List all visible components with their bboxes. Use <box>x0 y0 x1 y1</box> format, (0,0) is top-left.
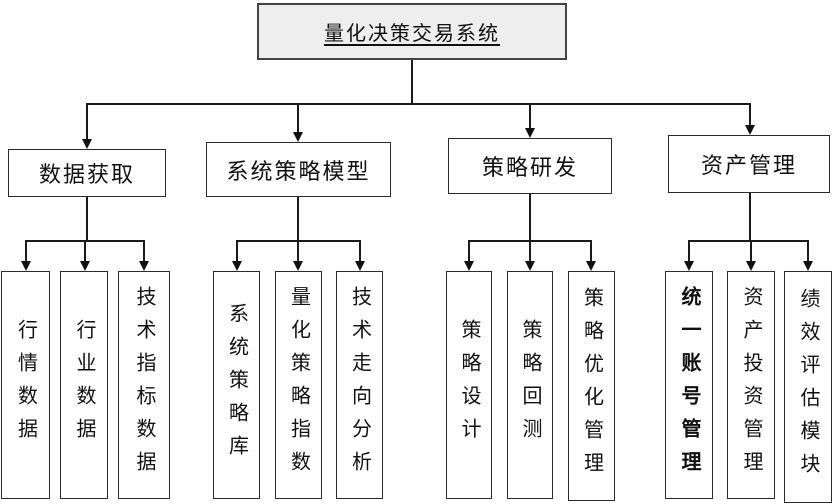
branch-system-strategy-model: 系统策略模型 <box>206 142 391 197</box>
arrow-down-icon <box>802 261 813 271</box>
leaf-industry-data: 行业数据 <box>60 271 108 499</box>
leaf-label: 策略优化管理 <box>580 287 603 485</box>
leaf-label: 行情数据 <box>14 319 37 451</box>
leaf-label: 资产投资管理 <box>740 286 762 484</box>
branch-label: 系统策略模型 <box>226 158 371 184</box>
connector-leaf-drop <box>25 240 27 261</box>
connector-leaf-drop <box>807 240 809 261</box>
connector-leaf-drop <box>84 240 86 261</box>
connector-branch-stem <box>529 194 531 241</box>
arrow-down-icon <box>585 261 596 271</box>
leaf-label: 技术指标数据 <box>133 286 155 484</box>
arrow-down-icon <box>524 261 535 271</box>
arrow-down-icon <box>20 261 31 271</box>
connector-branch-drop <box>297 103 299 132</box>
connector-leaf-drop <box>359 240 361 261</box>
arrow-down-icon <box>744 125 755 135</box>
leaf-strategy-backtest: 策略回测 <box>507 271 553 499</box>
arrow-down-icon <box>524 128 535 138</box>
leaf-label: 技术走向分析 <box>348 286 371 484</box>
leaf-system-strategy-library: 系统策略库 <box>213 271 260 499</box>
connector-leaf-drop <box>297 240 299 261</box>
connector-leaf-drop <box>143 240 145 261</box>
connector-root-stem <box>411 60 413 103</box>
leaf-strategy-design: 策略设计 <box>446 271 492 499</box>
branch-asset-management: 资产管理 <box>668 135 830 193</box>
connector-branch-stem <box>749 193 751 241</box>
arrow-down-icon <box>683 261 694 271</box>
leaf-label: 系统策略库 <box>225 302 248 468</box>
connector-branch-drop <box>529 103 531 128</box>
arrow-down-icon <box>292 132 303 142</box>
arrow-down-icon <box>463 261 474 271</box>
leaf-technical-trend-analysis: 技术走向分析 <box>336 271 383 499</box>
arrow-down-icon <box>138 261 149 271</box>
leaf-quant-strategy-index: 量化策略指数 <box>275 271 322 499</box>
leaf-strategy-optimization-management: 策略优化管理 <box>568 271 615 501</box>
connector-sub-horizontal <box>689 240 808 242</box>
branch-label: 资产管理 <box>700 153 797 178</box>
connector-main-horizontal <box>86 103 750 105</box>
leaf-label: 量化策略指数 <box>287 286 310 484</box>
arrow-down-icon <box>81 139 92 149</box>
connector-leaf-drop <box>529 240 531 261</box>
leaf-performance-evaluation-module: 绩效评估模块 <box>784 271 832 503</box>
connector-leaf-drop <box>590 240 592 261</box>
leaf-technical-indicator-data: 技术指标数据 <box>118 271 170 499</box>
arrow-down-icon <box>745 261 756 271</box>
branch-data-acquisition: 数据获取 <box>8 149 166 197</box>
arrow-down-icon <box>79 261 90 271</box>
connector-leaf-drop <box>688 240 690 261</box>
branch-label: 数据获取 <box>38 162 135 187</box>
connector-leaf-drop <box>750 240 752 261</box>
leaf-market-data: 行情数据 <box>1 271 50 499</box>
arrow-down-icon <box>292 261 303 271</box>
root-node-label: 量化决策交易系统 <box>324 23 500 45</box>
leaf-label: 绩效评估模块 <box>797 288 819 486</box>
leaf-label: 行业数据 <box>73 319 95 451</box>
leaf-label: 策略设计 <box>458 319 480 451</box>
arrow-down-icon <box>231 261 242 271</box>
arrow-down-icon <box>354 261 365 271</box>
leaf-unified-account-management: 统一账号管理 <box>665 271 713 499</box>
leaf-label: 策略回测 <box>519 319 541 451</box>
connector-branch-stem <box>86 197 88 241</box>
connector-branch-stem <box>297 197 299 241</box>
connector-leaf-drop <box>468 240 470 261</box>
root-node-quant-trading-system: 量化决策交易系统 <box>257 3 567 60</box>
branch-label: 策略研发 <box>481 155 578 180</box>
leaf-label: 统一账号管理 <box>678 286 700 484</box>
connector-branch-drop <box>86 103 88 139</box>
connector-leaf-drop <box>236 240 238 261</box>
branch-strategy-rd: 策略研发 <box>448 138 612 194</box>
leaf-asset-investment-management: 资产投资管理 <box>727 271 775 499</box>
connector-branch-drop <box>749 103 751 125</box>
